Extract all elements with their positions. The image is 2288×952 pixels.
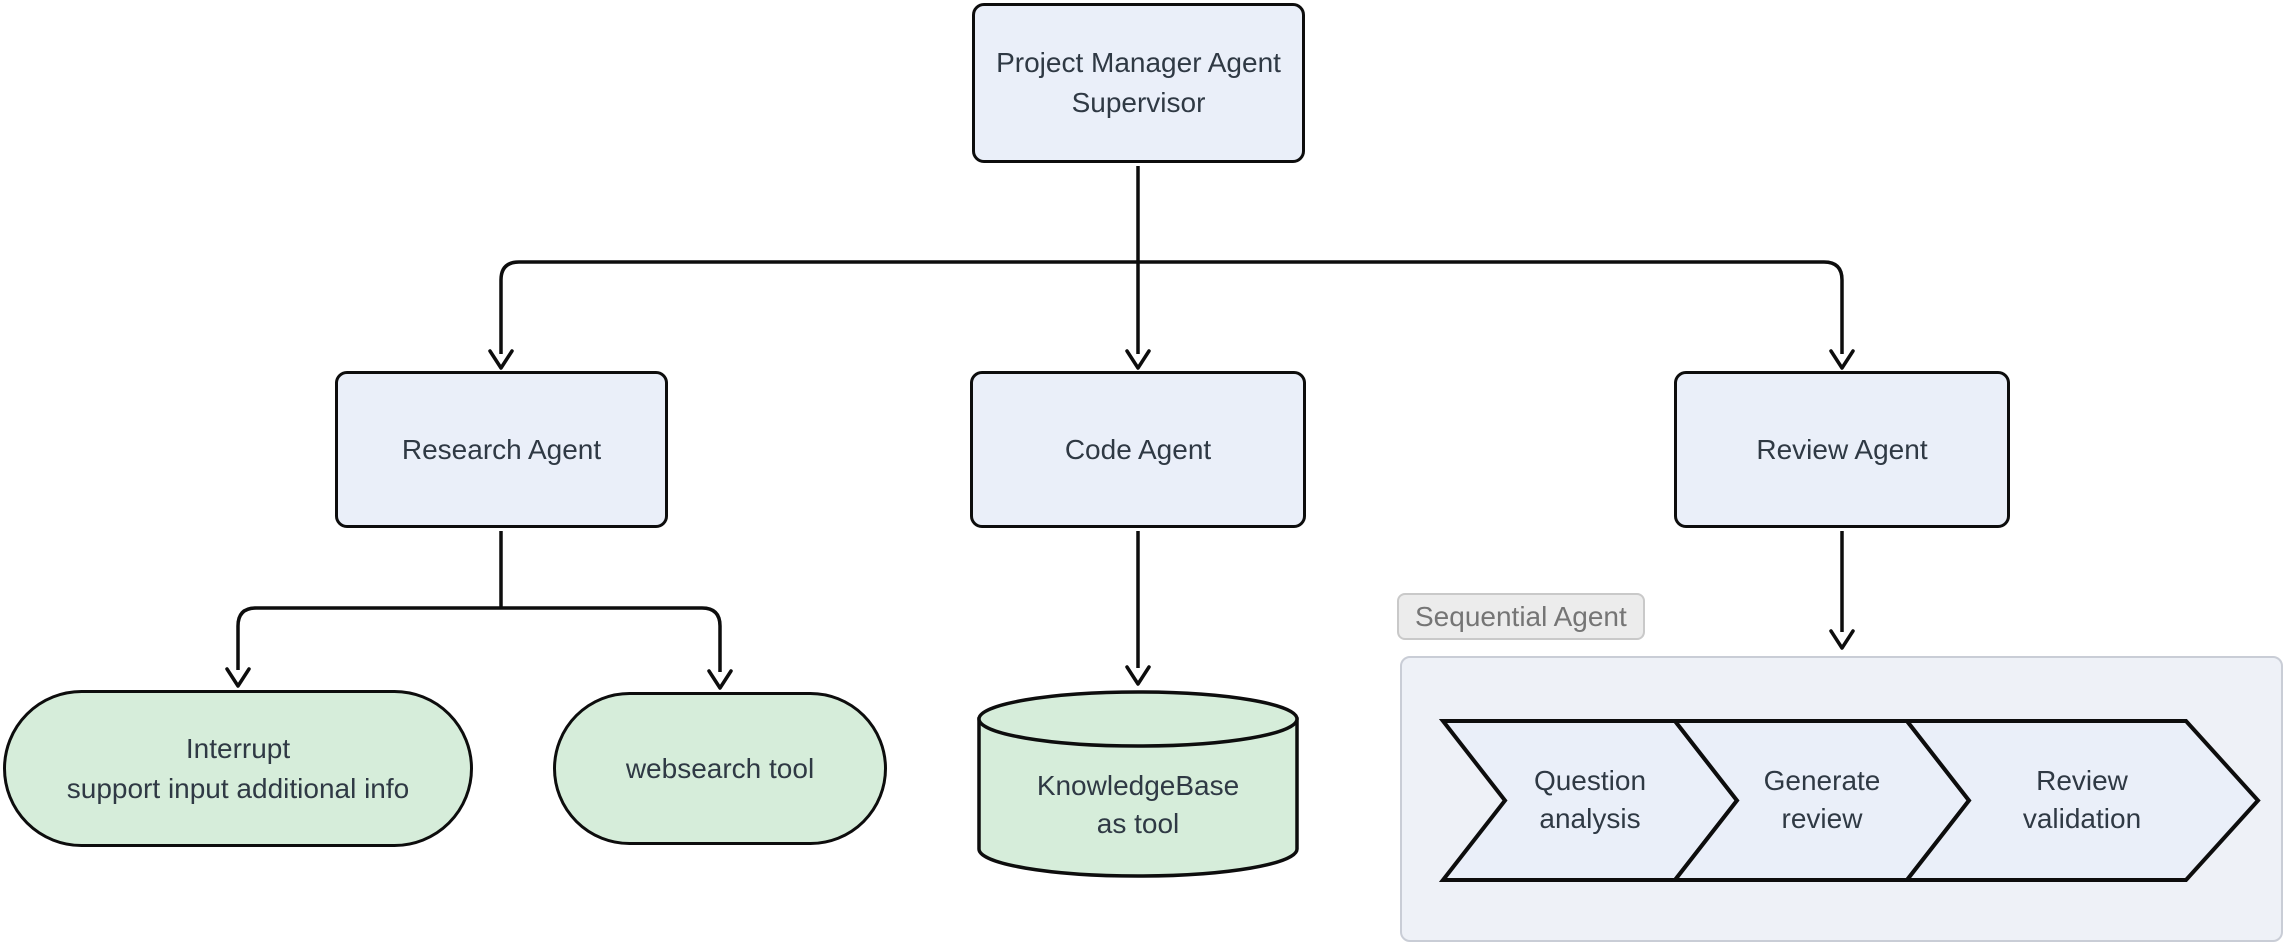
node-supervisor: Project Manager Agent Supervisor [972, 3, 1305, 163]
node-review-agent: Review Agent [1674, 371, 2010, 528]
knowledgebase-cylinder-top [977, 690, 1299, 748]
arrowhead [707, 669, 733, 690]
step-label-generate-review: Generate review [1763, 765, 1881, 834]
node-interrupt-tool: Interrupt support input additional info [3, 690, 473, 847]
edge-research-to-websearch [501, 606, 722, 672]
node-research-agent: Research Agent [335, 371, 668, 528]
step-label-question-analysis: Question analysis [1533, 765, 1647, 834]
arrowhead [1125, 665, 1151, 686]
node-interrupt-tool-line1: Interrupt [185, 732, 291, 764]
sequential-agent-label: Sequential Agent [1397, 593, 1645, 640]
node-knowledgebase-tool: KnowledgeBase as tool [979, 750, 1297, 860]
arrowhead [225, 667, 251, 688]
edge-supervisor-to-research [499, 260, 1138, 354]
arrowhead [1125, 349, 1151, 370]
arrowhead [1829, 349, 1855, 370]
knowledgebase-cylinder [977, 717, 1299, 878]
node-research-agent-label: Research Agent [401, 433, 602, 465]
step-chevron-review-validation [1902, 719, 2261, 882]
step-label-review-validation: Review validation [2022, 765, 2142, 834]
node-websearch-tool: websearch tool [553, 692, 887, 845]
edge-supervisor-to-review [1138, 260, 1844, 354]
edge-research-to-interrupt [236, 606, 501, 670]
node-review-agent-label: Review Agent [1756, 433, 1928, 465]
node-knowledgebase-tool-line2: as tool [1096, 808, 1180, 839]
node-interrupt-tool-line2: support input additional info [66, 772, 410, 804]
arrowhead [1829, 629, 1855, 650]
arrowhead [488, 349, 514, 370]
node-supervisor-line2: Supervisor [1071, 87, 1206, 118]
node-knowledgebase-tool-line1: KnowledgeBase [1036, 770, 1240, 801]
node-supervisor-line1: Project Manager Agent [996, 47, 1281, 78]
node-code-agent: Code Agent [970, 371, 1306, 528]
node-websearch-tool-label: websearch tool [625, 752, 815, 784]
node-code-agent-label: Code Agent [1064, 433, 1212, 465]
